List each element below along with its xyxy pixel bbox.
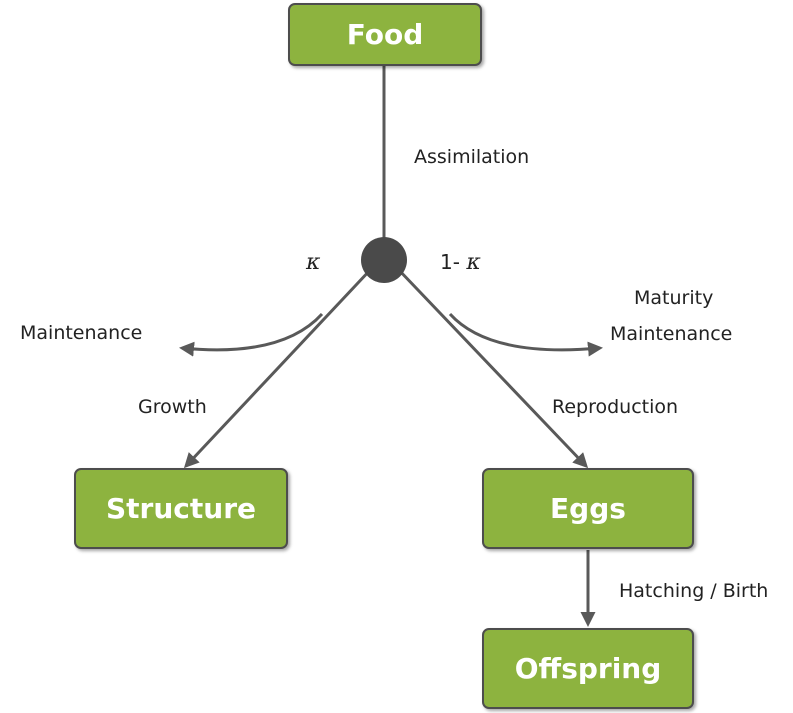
growth-arrow [183, 266, 374, 469]
one-minus-kappa-label: 1- κ [440, 250, 481, 275]
hatching-label: Hatching / Birth [619, 580, 769, 602]
maintenance-label: Maintenance [20, 322, 143, 344]
eggs-box: Eggs [482, 468, 694, 549]
offspring-label: Offspring [514, 652, 662, 685]
one-minus-text: 1- [440, 250, 467, 274]
maturity-maintenance-arrow [448, 312, 603, 357]
structure-label: Structure [105, 492, 256, 525]
structure-box: Structure [74, 468, 288, 549]
food-label: Food [346, 18, 424, 51]
offspring-box: Offspring [482, 628, 694, 709]
kappa-label: κ [306, 250, 321, 275]
maturity-label: Maturity [634, 287, 714, 309]
one-minus-kappa-symbol: κ [466, 250, 481, 275]
growth-label: Growth [138, 396, 207, 418]
assimilation-label: Assimilation [414, 146, 530, 168]
maintenance-arrow [179, 312, 324, 357]
maturity-maintenance-label: Maintenance [610, 323, 733, 345]
eggs-label: Eggs [550, 492, 626, 525]
reproduction-arrow [395, 266, 589, 469]
branch-node [361, 237, 407, 283]
reproduction-label: Reproduction [552, 396, 679, 418]
food-box: Food [288, 3, 482, 66]
